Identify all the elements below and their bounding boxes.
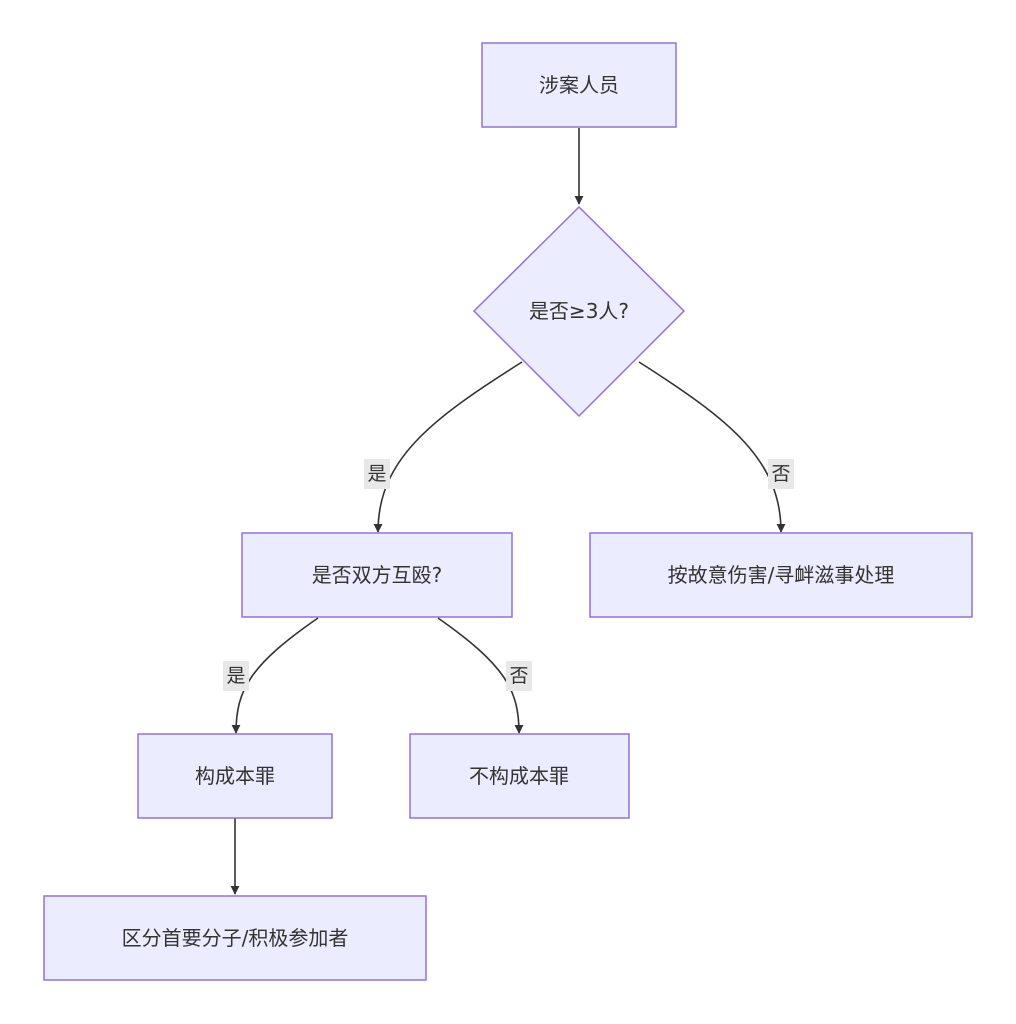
edge-label-count-yes: 是 bbox=[364, 459, 390, 489]
edge-label-count-no-text: 否 bbox=[771, 463, 790, 485]
edge-count-no bbox=[638, 361, 786, 533]
node-start: 涉案人员 bbox=[481, 42, 677, 128]
edge-count-yes bbox=[373, 361, 523, 533]
edge-label-mutual-yes: 是 bbox=[223, 661, 249, 691]
node-guilty-label: 构成本罪 bbox=[195, 764, 275, 788]
node-decision-count-label: 是否≥3人? bbox=[529, 299, 629, 323]
edges bbox=[230, 128, 786, 895]
edge-label-mutual-no: 否 bbox=[506, 661, 532, 691]
node-other-charge-label: 按故意伤害/寻衅滋事处理 bbox=[668, 563, 895, 587]
node-guilty: 构成本罪 bbox=[137, 733, 333, 819]
node-not-guilty: 不构成本罪 bbox=[409, 733, 630, 819]
edge-label-mutual-no-text: 否 bbox=[509, 665, 528, 687]
node-start-label: 涉案人员 bbox=[539, 73, 619, 97]
edge-mutual-yes bbox=[231, 617, 319, 734]
edge-mutual-no bbox=[437, 617, 524, 734]
node-decision-mutual: 是否双方互殴? bbox=[241, 532, 513, 618]
node-distinguish: 区分首要分子/积极参加者 bbox=[43, 895, 427, 981]
node-decision-count: 是否≥3人? bbox=[472, 205, 686, 418]
node-other-charge: 按故意伤害/寻衅滋事处理 bbox=[589, 532, 973, 618]
edge-label-mutual-yes-text: 是 bbox=[226, 665, 245, 687]
edge-label-count-no: 否 bbox=[768, 459, 794, 489]
node-distinguish-label: 区分首要分子/积极参加者 bbox=[122, 926, 349, 950]
edge-label-count-yes-text: 是 bbox=[367, 463, 386, 485]
node-not-guilty-label: 不构成本罪 bbox=[469, 764, 569, 788]
node-decision-mutual-label: 是否双方互殴? bbox=[312, 563, 443, 587]
